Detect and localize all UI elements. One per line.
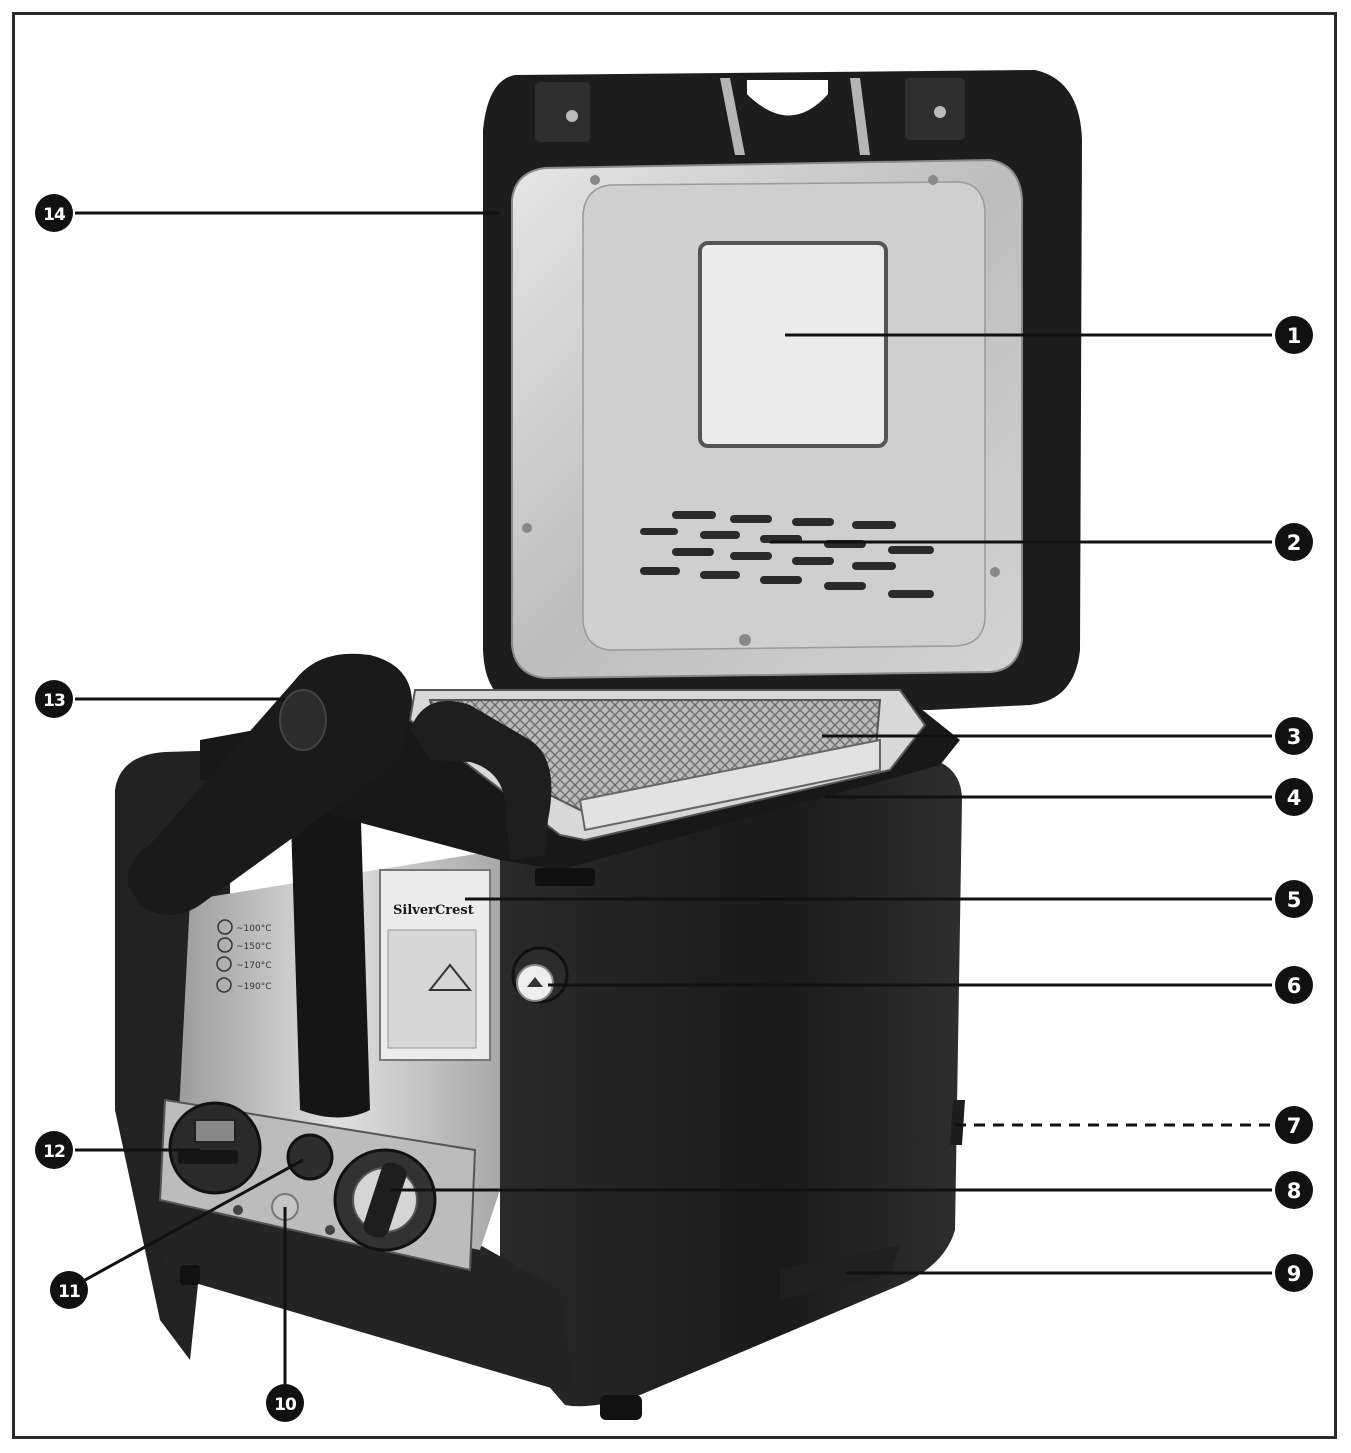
callout-number: 10	[274, 1395, 297, 1415]
leader-line-11	[84, 1158, 304, 1282]
power-lamp	[286, 1133, 334, 1181]
temp-label: ~170°C	[236, 961, 272, 971]
callout-number: 4	[1287, 786, 1302, 810]
fryer-housing: SilverCrest ~100°C ~150°C ~170°C ~190°C	[115, 653, 965, 1420]
callout-11: 11	[50, 1271, 88, 1309]
lid	[483, 70, 1082, 710]
callout-7: 7	[1275, 1106, 1313, 1144]
callout-1: 1	[1275, 316, 1313, 354]
timer-dial[interactable]	[168, 1101, 262, 1195]
figure-frame	[12, 12, 1337, 1439]
callout-number: 3	[1287, 725, 1302, 749]
basket-handle	[127, 653, 412, 915]
basket-handle-bracket	[410, 700, 552, 860]
callout-13: 13	[35, 680, 73, 718]
timer-display	[194, 1119, 236, 1143]
lid-hinge-left	[535, 82, 590, 142]
callout-number: 7	[1287, 1114, 1302, 1138]
callout-number: 14	[43, 205, 66, 225]
basket-handle-button	[279, 689, 327, 751]
callout-number: 2	[1287, 531, 1302, 555]
temp-label: ~100°C	[236, 924, 272, 934]
callout-2: 2	[1275, 523, 1313, 561]
callout-6: 6	[1275, 966, 1313, 1004]
brand-label: SilverCrest	[393, 903, 474, 918]
callout-8: 8	[1275, 1171, 1313, 1209]
callout-number: 9	[1287, 1262, 1302, 1286]
foot-front	[600, 1395, 642, 1420]
callout-4: 4	[1275, 778, 1313, 816]
callout-number: 12	[43, 1142, 65, 1162]
callout-12: 12	[35, 1131, 73, 1169]
callouts: 1 2 3 4 5 6 7 8	[35, 194, 1313, 1422]
callout-number: 5	[1287, 888, 1302, 912]
callout-number: 6	[1287, 974, 1302, 998]
callout-9: 9	[1275, 1254, 1313, 1292]
callout-number: 11	[58, 1282, 80, 1302]
warning-icon	[427, 963, 473, 991]
temp-label: ~150°C	[236, 942, 272, 952]
callout-10: 10	[266, 1384, 304, 1422]
callout-3: 3	[1275, 717, 1313, 755]
lid-vents	[640, 511, 934, 598]
callout-number: 8	[1287, 1179, 1302, 1203]
leader-lines	[75, 211, 1272, 1385]
callout-number: 1	[1287, 324, 1302, 348]
callout-number: 13	[43, 691, 65, 711]
callout-5: 5	[1275, 880, 1313, 918]
temperature-guide: ~100°C ~150°C ~170°C ~190°C	[216, 919, 272, 993]
callout-14: 14	[35, 194, 73, 232]
temp-label: ~190°C	[236, 982, 272, 992]
viewing-window	[698, 241, 888, 448]
